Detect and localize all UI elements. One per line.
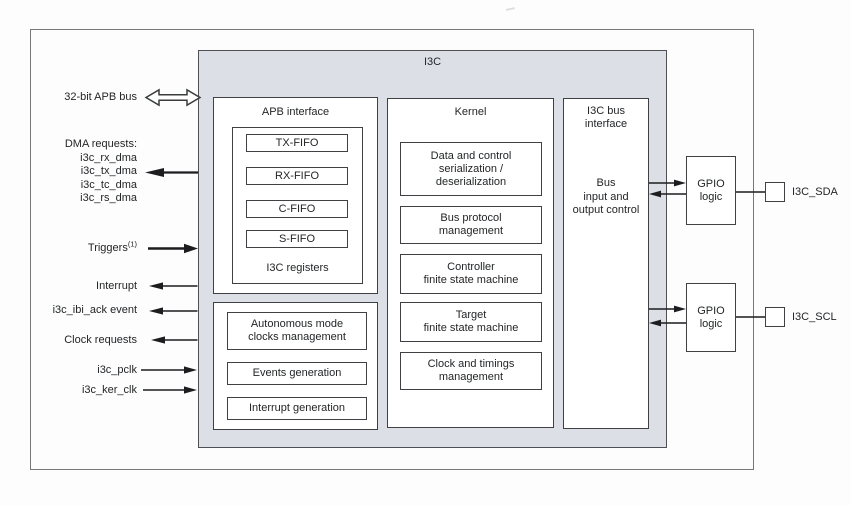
controller-fsm-line1: Controller bbox=[447, 261, 495, 273]
s-fifo-label: S-FIFO bbox=[278, 232, 316, 245]
i3c-sda-pad bbox=[765, 182, 785, 202]
events-generation-label: Events generation bbox=[252, 367, 342, 379]
kernel-title: Kernel bbox=[454, 106, 487, 118]
target-fsm-line2: finite state machine bbox=[423, 322, 519, 334]
serialization-line2: serialization / bbox=[438, 162, 504, 175]
clock-timings-box: Clock and timings management bbox=[400, 352, 542, 390]
i3c-scl-label: I3C_SCL bbox=[792, 311, 837, 323]
c-fifo-label: C-FIFO bbox=[278, 202, 316, 215]
serialization-line3: deserialization bbox=[435, 175, 507, 188]
dma-tc-label: i3c_tc_dma bbox=[80, 178, 137, 191]
apb-interface-title: APB interface bbox=[261, 106, 330, 118]
dma-tx-label: i3c_tx_dma bbox=[80, 165, 137, 177]
bus-io-line1: Bus bbox=[596, 177, 616, 189]
clock-requests-label: Clock requests bbox=[64, 334, 137, 346]
triggers-text: Triggers bbox=[87, 242, 128, 254]
interrupt-generation-box: Interrupt generation bbox=[227, 397, 367, 420]
triggers-footnote: (1) bbox=[127, 239, 137, 249]
clock-timings-line2: management bbox=[438, 371, 504, 383]
outer-border bbox=[30, 29, 754, 470]
tx-fifo-label: TX-FIFO bbox=[275, 136, 319, 149]
top-tick-mark bbox=[505, 7, 516, 11]
i3c-scl-pad bbox=[765, 307, 785, 327]
dma-rx-label: i3c_rx_dma bbox=[80, 151, 137, 164]
target-fsm-line1: Target bbox=[455, 309, 487, 321]
serialization-line1: Data and control bbox=[430, 149, 512, 162]
events-generation-box: Events generation bbox=[227, 362, 367, 385]
s-fifo-box: S-FIFO bbox=[246, 230, 348, 248]
ker-clk-label: i3c_ker_clk bbox=[81, 384, 137, 396]
gpio-logic-sda-box: GPIO logic bbox=[686, 156, 736, 225]
triggers-label: Triggers(1) bbox=[87, 239, 137, 255]
serialization-box: Data and control serialization / deseria… bbox=[400, 142, 542, 196]
controller-fsm-line2: finite state machine bbox=[423, 274, 519, 286]
bus-io-line2: input and bbox=[583, 190, 629, 203]
autonomous-mode-line1: Autonomous mode bbox=[250, 318, 344, 330]
i3c-bus-interface-box bbox=[563, 98, 649, 429]
i3c-sda-label: I3C_SDA bbox=[792, 186, 838, 198]
bus-protocol-line2: management bbox=[438, 225, 504, 237]
rx-fifo-box: RX-FIFO bbox=[246, 167, 348, 185]
target-fsm-box: Target finite state machine bbox=[400, 302, 542, 342]
c-fifo-box: C-FIFO bbox=[246, 200, 348, 218]
i3c-bus-interface-title-line1: I3C bus bbox=[587, 105, 625, 117]
clock-timings-line1: Clock and timings bbox=[427, 358, 515, 370]
gpio-scl-line1: GPIO bbox=[697, 304, 725, 317]
autonomous-mode-box: Autonomous mode clocks management bbox=[227, 312, 367, 350]
dma-requests-labels: DMA requests: i3c_rx_dma i3c_tx_dma i3c_… bbox=[65, 138, 137, 206]
gpio-scl-line2: logic bbox=[699, 317, 723, 330]
bus-protocol-box: Bus protocol management bbox=[400, 206, 542, 244]
apb-bus-label: 32-bit APB bus bbox=[64, 91, 137, 103]
interrupt-generation-label: Interrupt generation bbox=[248, 402, 345, 414]
i3c-block-title: I3C bbox=[423, 56, 442, 68]
gpio-logic-scl-box: GPIO logic bbox=[686, 283, 736, 352]
gpio-sda-line1: GPIO bbox=[697, 177, 725, 190]
dma-requests-header: DMA requests: bbox=[64, 138, 137, 150]
rx-fifo-label: RX-FIFO bbox=[275, 169, 319, 182]
controller-fsm-box: Controller finite state machine bbox=[400, 254, 542, 294]
bus-io-line3: output control bbox=[572, 204, 640, 216]
dma-rs-label: i3c_rs_dma bbox=[80, 192, 137, 204]
bus-protocol-line1: Bus protocol bbox=[440, 212, 502, 224]
tx-fifo-box: TX-FIFO bbox=[246, 134, 348, 152]
i3c-registers-label: I3C registers bbox=[266, 262, 329, 274]
autonomous-mode-line2: clocks management bbox=[248, 331, 346, 343]
gpio-sda-line2: logic bbox=[699, 190, 723, 203]
ibi-ack-label: i3c_ibi_ack event bbox=[52, 304, 137, 316]
i3c-bus-interface-title: I3C bus interface bbox=[563, 105, 649, 131]
pclk-label: i3c_pclk bbox=[97, 364, 137, 376]
bus-io-control-label: Bus input and output control bbox=[563, 177, 649, 218]
i3c-bus-interface-title-line2: interface bbox=[584, 118, 628, 130]
interrupt-label: Interrupt bbox=[96, 280, 137, 292]
